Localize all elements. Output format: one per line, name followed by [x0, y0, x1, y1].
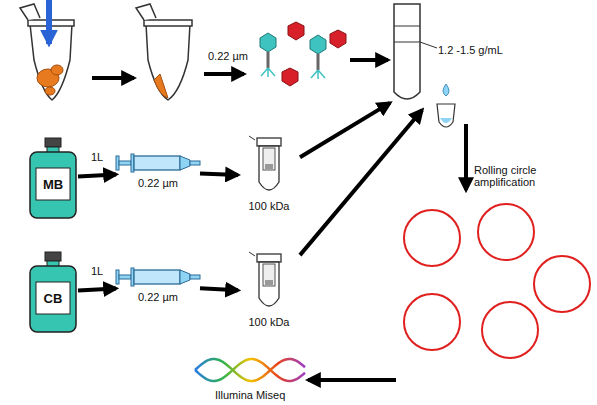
node-label: 100 kDa — [249, 316, 290, 328]
density-gradient-tube-shape — [390, 2, 545, 110]
node-label: CB — [44, 291, 63, 306]
node-label: Illumina Miseq — [215, 389, 285, 401]
flow-arrow — [350, 58, 388, 62]
syringe-filter: 0.22 µm — [116, 266, 200, 306]
annotation: 0.22 µm — [208, 50, 248, 62]
density-gradient-tube: 1.2 -1.5 g/mL — [390, 2, 545, 110]
edge-label: 1L — [91, 265, 103, 277]
edge-label: 1L — [91, 151, 103, 163]
sample-tube — [136, 4, 192, 100]
node-label: MB — [43, 177, 63, 192]
annotation: Rolling circle amplification — [474, 164, 554, 188]
centrifugal-filter: 100 kDa — [238, 252, 300, 332]
flow-arrow — [78, 288, 116, 290]
flow-arrow — [464, 124, 468, 190]
flow-arrow — [200, 174, 238, 175]
flow-arrow — [200, 288, 238, 290]
circular-genomes — [404, 204, 590, 358]
flow-arrow — [300, 103, 390, 157]
flow-arrow — [308, 378, 396, 382]
flow-arrow — [78, 174, 116, 176]
centrifugal-filter: 100 kDa — [238, 136, 300, 216]
leader-line — [420, 42, 437, 48]
syringe-filter: 0.22 µm — [116, 152, 200, 192]
node-label: 1.2 -1.5 g/mL — [438, 44, 503, 56]
sequencing-platform: Illumina Miseq — [195, 352, 305, 404]
node-label: 0.22 µm — [138, 291, 178, 303]
pipette-arrow — [46, 0, 52, 44]
node-label: 0.22 µm — [138, 177, 178, 189]
fraction-tube — [437, 84, 455, 127]
flow-arrow — [204, 72, 244, 76]
flow-arrow — [92, 76, 134, 80]
sample-bottle: MB — [28, 138, 78, 218]
node-label: 100 kDa — [249, 200, 290, 212]
virus-particles — [260, 22, 346, 86]
sample-bottle: CB — [28, 252, 78, 332]
flow-arrow — [300, 110, 422, 255]
